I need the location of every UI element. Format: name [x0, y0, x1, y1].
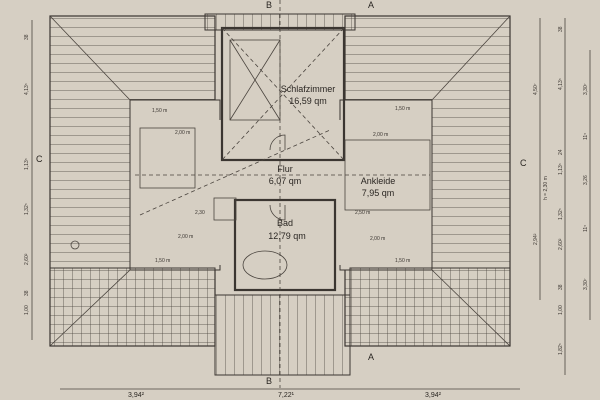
staircase — [139, 127, 196, 189]
bottom-dim-right: 3,94² — [425, 392, 442, 399]
svg-text:38: 38 — [558, 284, 564, 290]
dim-label: 2,30 — [195, 210, 205, 216]
room-name-flur: Flur — [277, 164, 293, 174]
room-name-ankleide: Ankleide — [361, 176, 396, 186]
dim-label: 2,00 m — [178, 234, 193, 240]
left-dimensions: 38 4,13⁵ 1,13⁵ 1,32⁵ 2,60² 38 1,00 — [24, 34, 30, 315]
svg-text:3,30⁷: 3,30⁷ — [583, 83, 589, 95]
dim-label: 1,50 m — [152, 108, 167, 114]
bathtub — [242, 250, 288, 280]
svg-text:3,26: 3,26 — [583, 175, 589, 185]
svg-text:4,13⁵: 4,13⁵ — [558, 78, 564, 90]
bad-walls — [233, 198, 337, 292]
svg-text:24: 24 — [558, 149, 564, 155]
chimney — [70, 240, 80, 250]
roof-bottom — [214, 294, 351, 376]
right-dimensions: 4,50⁷ 2,94² h = 2,30 m 38 4,13⁵ 24 1,13⁵… — [533, 26, 589, 355]
room-area-schlafzimmer: 16,59 qm — [289, 96, 327, 106]
bottom-dim-left: 3,94² — [128, 392, 145, 399]
dim-label: 2,00 m — [175, 130, 190, 136]
svg-text:38: 38 — [558, 26, 564, 32]
svg-text:h = 2,30 m: h = 2,30 m — [543, 176, 549, 200]
room-name-schlafzimmer: Schlafzimmer — [281, 84, 336, 94]
section-mark-c-right: C — [520, 158, 527, 168]
door — [269, 204, 286, 221]
interior — [70, 26, 431, 292]
bottom-dimensions: 3,94² 7,22¹ 3,94² — [60, 388, 520, 399]
dim-label: 1,50 m — [395, 106, 410, 112]
roof-bottom-right — [349, 267, 511, 347]
svg-text:1,32⁵: 1,32⁵ — [24, 203, 30, 215]
schlafzimmer-walls — [220, 26, 346, 162]
svg-text:3,30⁷: 3,30⁷ — [583, 278, 589, 290]
dim-label: 2,00 m — [373, 132, 388, 138]
svg-text:11⁵: 11⁵ — [583, 225, 589, 232]
svg-text:1,13⁵: 1,13⁵ — [24, 158, 30, 170]
bottom-dim-center: 7,22¹ — [278, 392, 295, 399]
roof-bottom-left — [49, 267, 216, 347]
door — [269, 134, 286, 151]
svg-text:1,82⁵: 1,82⁵ — [558, 343, 564, 355]
section-mark-b-top: B — [266, 0, 272, 10]
dim-label: 2,00 m — [370, 236, 385, 242]
dim-label: 1,50 m — [155, 258, 170, 264]
svg-text:2,60²: 2,60² — [558, 238, 564, 250]
svg-text:4,13⁵: 4,13⁵ — [24, 83, 30, 95]
svg-text:4,50⁷: 4,50⁷ — [533, 83, 539, 95]
section-mark-a-bottom: A — [368, 352, 374, 362]
room-name-bad: Bad — [277, 218, 293, 228]
svg-text:11⁵: 11⁵ — [583, 133, 589, 140]
svg-text:1,00: 1,00 — [24, 305, 30, 315]
svg-text:38: 38 — [24, 34, 30, 40]
shower — [213, 197, 237, 221]
dim-label: 1,50 m — [395, 258, 410, 264]
room-area-bad: 12,79 qm — [268, 231, 306, 241]
section-mark-a-top: A — [368, 0, 374, 10]
room-area-flur: 6,07 qm — [269, 176, 302, 186]
room-area-ankleide: 7,95 qm — [362, 188, 395, 198]
svg-text:1,00: 1,00 — [558, 305, 564, 315]
section-mark-b-bottom: B — [266, 376, 272, 386]
svg-text:38: 38 — [24, 290, 30, 296]
svg-text:2,60²: 2,60² — [24, 253, 30, 265]
svg-text:1,13⁵: 1,13⁵ — [558, 163, 564, 175]
dim-label: 2,50 m — [355, 210, 370, 216]
svg-text:2,94²: 2,94² — [533, 233, 539, 245]
section-mark-c-left: C — [36, 154, 43, 164]
svg-text:1,32⁵: 1,32⁵ — [558, 208, 564, 220]
